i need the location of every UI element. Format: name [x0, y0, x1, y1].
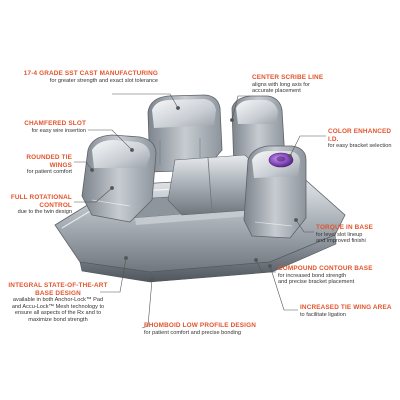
- leader-lines: [74, 93, 326, 329]
- callout-title: COLOR ENHANCED I.D.: [328, 128, 392, 143]
- callout-rhomboid: RHOMBOID LOW PROFILE DESIGN for patient …: [144, 322, 294, 336]
- callout-scribe: CENTER SCRIBE LINE aligns with long axis…: [252, 74, 362, 95]
- callout-desc: for greater strength and exact slot tole…: [49, 77, 158, 84]
- callout-torque: TORQUE IN BASE for level slot lineup and…: [316, 224, 400, 245]
- callout-desc: ensure all aspects of the Rx and to: [14, 310, 102, 317]
- callout-desc: to facilitate ligation: [300, 311, 347, 318]
- callout-desc: for level slot lineup: [316, 231, 363, 238]
- tie-wing-back-left: [147, 94, 223, 173]
- callout-title: ROUNDED TIE WINGS: [26, 154, 72, 169]
- callout-title: CENTER SCRIBE LINE: [252, 74, 324, 81]
- callout-desc: available in both Anchor-Lock™ Pad: [12, 297, 104, 304]
- callout-desc: for easy bracket selection: [328, 143, 392, 150]
- callout-title: INCREASED TIE WING AREA: [300, 304, 392, 311]
- callout-color: COLOR ENHANCED I.D. for easy bracket sel…: [328, 128, 400, 150]
- color-id-dot: [268, 152, 294, 168]
- center-block: [167, 154, 261, 216]
- callout-desc: accurate placement: [252, 88, 301, 95]
- callout-title: COMPOUND CONTOUR BASE: [278, 265, 373, 272]
- callout-chamfer: CHAMFERED SLOT for easy wire insertion: [8, 120, 86, 134]
- callout-title: 17-4 GRADE SST CAST MANUFACTURING: [23, 70, 158, 77]
- callout-rotation: FULL ROTATIONAL CONTROL due to the twin …: [4, 194, 72, 216]
- callout-desc: for patient comfort: [26, 169, 72, 176]
- callout-desc: and improved finishi: [316, 238, 366, 245]
- callout-tiewing: INCREASED TIE WING AREA to facilitate li…: [300, 304, 398, 318]
- callout-desc: for patient comfort and precise bonding: [144, 329, 242, 336]
- callout-title: TORQUE IN BASE: [316, 224, 374, 231]
- callout-desc: and Accu-Lock™ Mesh technology to: [11, 303, 105, 310]
- callout-desc: for increased bond strength: [278, 272, 347, 279]
- callout-contour: COMPOUND CONTOUR BASE for increased bond…: [278, 265, 398, 286]
- callout-desc: aligns with long axis for: [252, 81, 310, 88]
- callout-title: INTEGRAL STATE-OF-THE-ART BASE DESIGN: [8, 282, 108, 297]
- callout-desc: and precise bracket placement: [278, 279, 355, 286]
- callout-desc: due to the twin design: [17, 209, 72, 216]
- callout-desc: for easy wire insertion: [31, 127, 86, 134]
- callout-title: RHOMBOID LOW PROFILE DESIGN: [144, 322, 256, 329]
- callout-rounded: ROUNDED TIE WINGS for patient comfort: [4, 154, 72, 176]
- tie-wing-front-left: [81, 134, 157, 223]
- callout-cast: 17-4 GRADE SST CAST MANUFACTURING for gr…: [8, 70, 158, 84]
- callout-title: FULL ROTATIONAL CONTROL: [10, 194, 72, 209]
- callout-title: CHAMFERED SLOT: [24, 120, 86, 127]
- callout-integral: INTEGRAL STATE-OF-THE-ART BASE DESIGN av…: [2, 282, 114, 323]
- callout-desc: maximize bond strength: [28, 316, 88, 323]
